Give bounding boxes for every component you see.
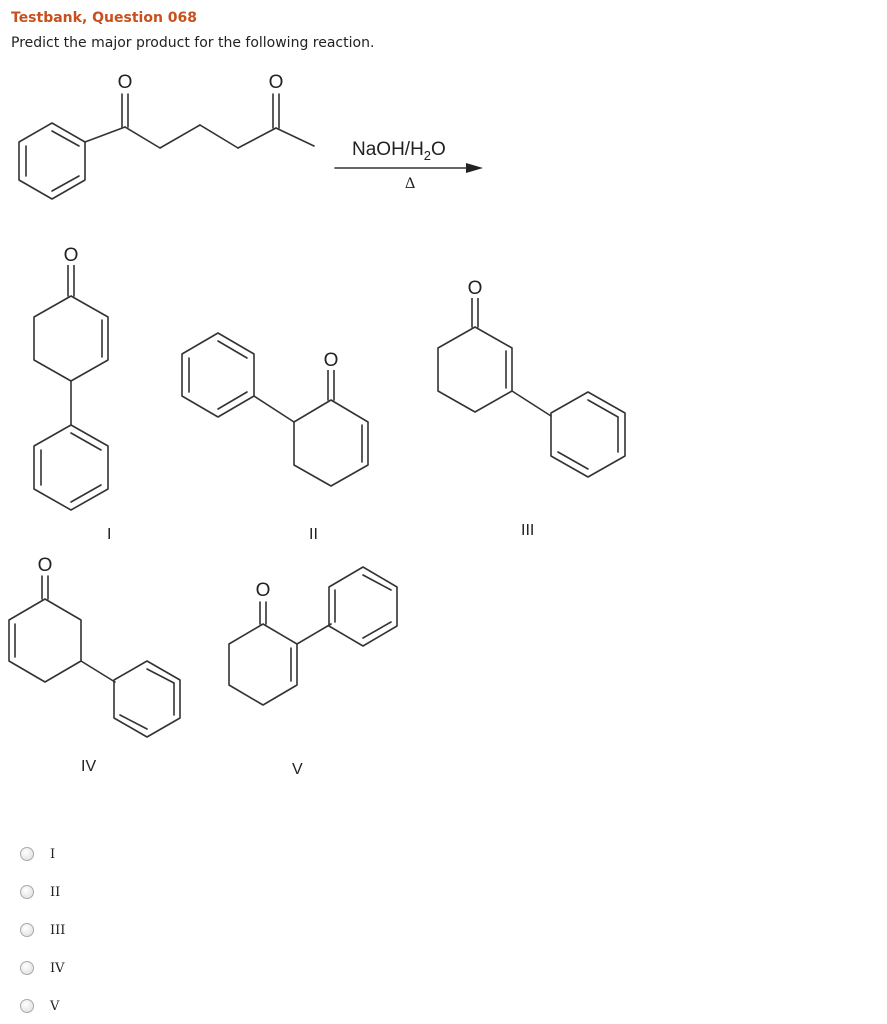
structure-ii [181,332,369,487]
atom-oxygen: O [269,72,284,93]
radio-button[interactable] [20,923,34,937]
answer-label: III [50,922,66,938]
arrowhead [466,163,483,173]
radio-button[interactable] [20,999,34,1013]
atom-oxygen: O [256,580,271,601]
structure-i [33,264,109,511]
structure-label-i: I [107,526,112,543]
answer-option-iv[interactable]: IV [20,958,65,978]
radio-button[interactable] [20,961,34,975]
heat-symbol: Δ [405,175,416,192]
question-prompt: Predict the major product for the follow… [11,35,375,51]
atom-oxygen: O [38,555,53,576]
answer-label: I [50,846,56,862]
answer-label: V [50,998,60,1014]
structure-iii [437,297,626,478]
answer-option-iii[interactable]: III [20,920,65,940]
structure-label-ii: II [309,526,318,543]
radio-button[interactable] [20,885,34,899]
answer-option-i[interactable]: I [20,844,55,864]
atom-oxygen: O [324,350,339,371]
radio-button[interactable] [20,847,34,861]
chemistry-figure: O O O O O O O [8,70,626,738]
answer-option-ii[interactable]: II [20,882,60,902]
structure-label-iii: III [521,522,535,539]
answer-option-v[interactable]: V [20,996,59,1016]
starting-material [18,93,315,200]
structure-iv [8,575,181,738]
question-title: Testbank, Question 068 [11,10,198,26]
reagent-label: NaOH/H2O [352,139,446,163]
atom-oxygen: O [468,278,483,299]
atom-oxygen: O [118,72,133,93]
structure-label-iv: IV [81,758,97,775]
structure-v [228,566,398,706]
answer-label: II [50,884,61,900]
structure-label-v: V [292,761,303,778]
atom-oxygen: O [64,245,79,266]
answer-label: IV [50,960,65,976]
